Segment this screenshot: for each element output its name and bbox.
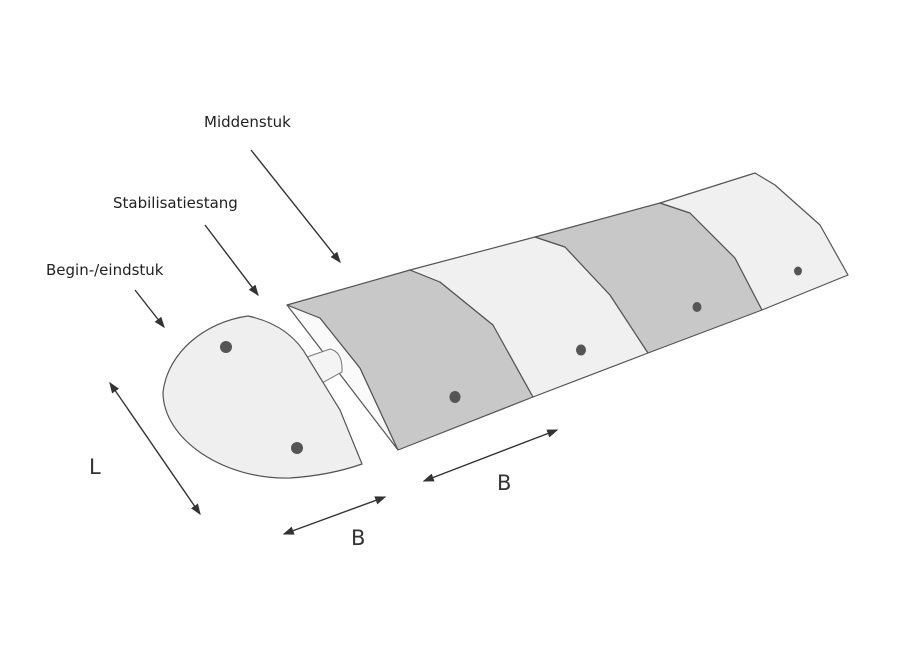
bolt-icon: [692, 302, 702, 312]
middle-piece: [286, 172, 849, 451]
pointer-arrow-middle: [250, 149, 341, 264]
bolt-holes: [220, 266, 802, 454]
stabilisation-rod: [306, 348, 343, 384]
dimension-arrow-width-end: [282, 496, 387, 535]
pointer-arrow-rod: [204, 224, 259, 297]
dimension-arrow-length: [109, 381, 201, 516]
dimension-arrow-width-middle: [422, 429, 559, 482]
bolt-icon: [220, 341, 232, 353]
dimension-label-width-end: B: [351, 526, 366, 550]
label-end-piece: Begin-/eindstuk: [46, 261, 164, 279]
bolt-icon: [291, 442, 303, 454]
segment-4: [659, 172, 849, 311]
bolt-icon: [449, 391, 461, 403]
dimension-label-width-middle: B: [497, 471, 512, 495]
dimension-label-length: L: [89, 455, 101, 479]
bolt-icon: [576, 344, 586, 356]
pointer-arrow-end: [134, 289, 165, 329]
label-stabilisation-rod: Stabilisatiestang: [113, 194, 238, 212]
bolt-icon: [794, 266, 802, 276]
label-middle-piece: Middenstuk: [204, 113, 291, 131]
end-piece: [162, 315, 363, 479]
